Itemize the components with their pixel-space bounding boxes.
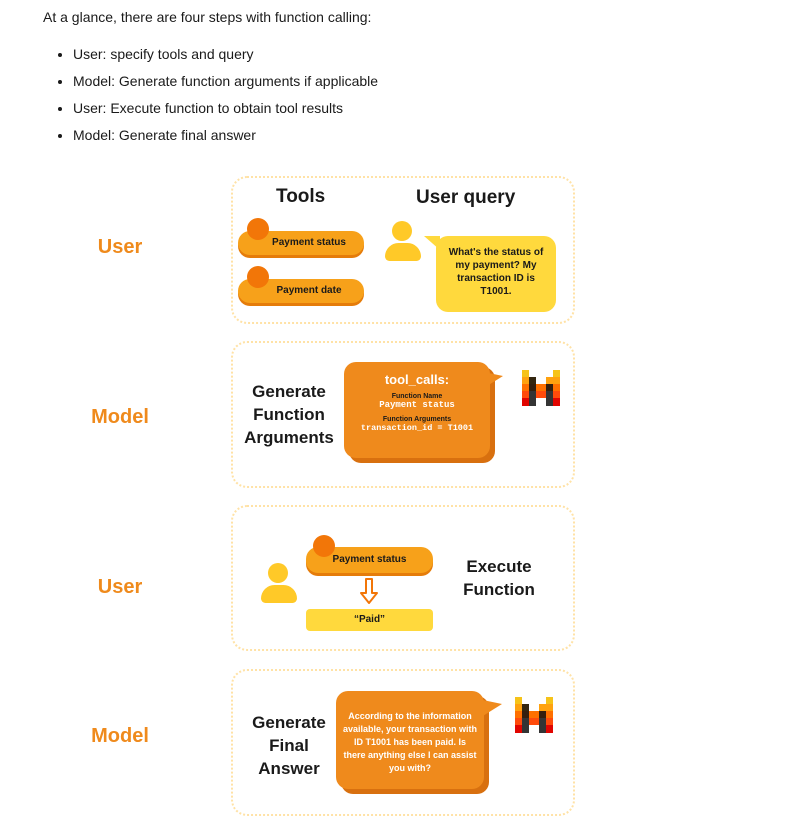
user-query-bubble: What's the status of my payment? My tran… — [436, 236, 556, 312]
tool-label: Payment date — [276, 285, 342, 296]
tool-label: Payment status — [272, 237, 346, 248]
bubble-tail-icon — [478, 699, 502, 719]
list-item: User: Execute function to obtain tool re… — [73, 98, 378, 125]
result-text: “Paid” — [353, 614, 386, 625]
tools-title: Tools — [276, 186, 326, 207]
role-label-user: User — [97, 236, 143, 258]
mistral-logo-icon — [515, 697, 553, 733]
execute-function-label: Execute Function — [449, 555, 549, 601]
generate-arguments-label: Generate Function Arguments — [239, 380, 339, 449]
list-item: Model: Generate function arguments if ap… — [73, 71, 378, 98]
label-line: Function — [253, 405, 325, 424]
label-line: Generate — [252, 382, 326, 401]
result-box: “Paid” — [306, 609, 433, 631]
panel-execute-function: Payment status “Paid” Execute Function — [231, 505, 575, 651]
tool-calls-title: tool_calls: — [384, 372, 450, 387]
tool-dot-icon — [247, 266, 269, 288]
list-item: Model: Generate final answer — [73, 125, 378, 152]
intro-text: At a glance, there are four steps with f… — [43, 9, 372, 25]
panel-generate-arguments: Generate Function Arguments tool_calls: … — [231, 341, 575, 488]
panel-final-answer: Generate Final Answer According to the i… — [231, 669, 575, 816]
tool-label: Payment status — [332, 554, 407, 565]
steps-list: User: specify tools and query Model: Gen… — [48, 44, 378, 152]
tool-dot-icon — [247, 218, 269, 240]
label-line: Final — [269, 736, 309, 755]
mistral-logo-icon — [522, 370, 560, 406]
arrow-down-icon — [360, 578, 378, 604]
tool-dot-icon — [313, 535, 335, 557]
panel-user-query: Tools User query Payment status Payment … — [231, 176, 575, 324]
role-label-user: User — [97, 576, 143, 598]
label-line: Answer — [258, 759, 320, 778]
label-line: Generate — [252, 713, 326, 732]
answer-text: According to the information available, … — [342, 711, 478, 773]
list-item: User: specify tools and query — [73, 44, 378, 71]
role-label-model: Model — [91, 406, 149, 428]
function-args-value: transaction_id = T1001 — [360, 423, 474, 433]
generate-final-answer-label: Generate Final Answer — [239, 711, 339, 780]
role-label-model: Model — [91, 725, 149, 747]
function-name-value: Payment status — [379, 400, 455, 410]
label-line: Arguments — [244, 428, 334, 447]
user-query-title: User query — [416, 187, 516, 208]
function-name-label: Function Name — [391, 393, 443, 400]
label-line: Execute — [466, 557, 532, 576]
query-text: What's the status of my payment? My tran… — [448, 247, 544, 297]
final-answer-bubble: According to the information available, … — [336, 691, 484, 789]
function-args-label: Function Arguments — [382, 416, 452, 423]
tool-calls-bubble: tool_calls: Function Name Payment status… — [344, 362, 490, 458]
label-line: Function — [463, 580, 535, 599]
